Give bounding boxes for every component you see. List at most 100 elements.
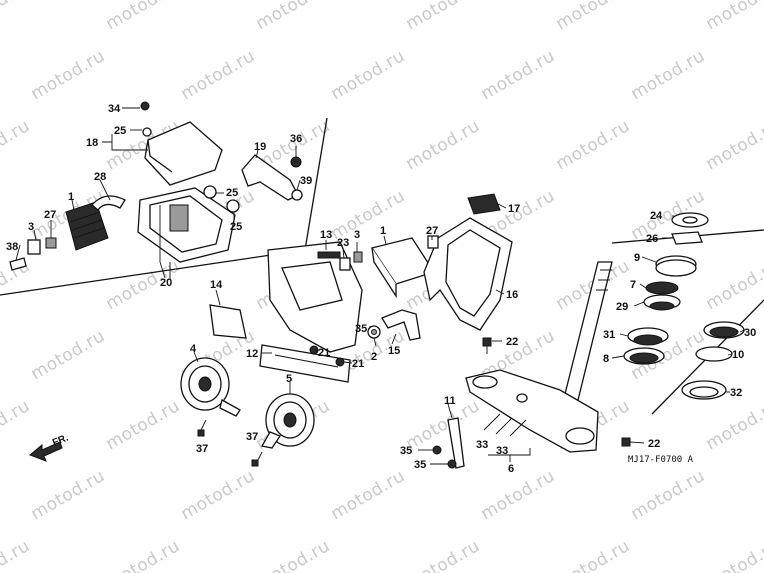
callout-5: 5	[286, 373, 292, 385]
callout-21: 21	[352, 358, 364, 370]
callout-10: 10	[732, 349, 744, 361]
callout-25: 25	[226, 187, 238, 199]
callout-25: 25	[114, 125, 126, 137]
callout-36: 36	[290, 133, 302, 145]
bracket-16	[423, 217, 513, 331]
callout-11: 11	[444, 395, 456, 407]
watermark-text: motod.ru	[0, 536, 34, 573]
horn-5	[260, 393, 315, 449]
watermark-text: motod.ru	[553, 116, 634, 174]
callout-6: 6	[508, 463, 514, 475]
cover-13	[267, 241, 363, 353]
watermark-text: motod.ru	[253, 536, 334, 573]
watermark-text: motod.ru	[103, 396, 184, 454]
watermark-text: motod.ru	[0, 396, 34, 454]
callout-17: 17	[508, 203, 520, 215]
bolts-33	[483, 413, 527, 437]
regulator-1-left	[65, 201, 109, 251]
watermark-text: motod.ru	[328, 466, 409, 524]
watermark-text: motod.ru	[703, 256, 764, 314]
bracket-11	[447, 417, 465, 469]
callout-37: 37	[196, 443, 208, 455]
emblem-12	[259, 344, 351, 383]
bracket-box-20	[137, 187, 236, 279]
callout-30: 30	[744, 327, 756, 339]
callout-4: 4	[190, 343, 197, 355]
callout-1: 1	[68, 191, 74, 203]
watermark-text: motod.ru	[628, 46, 709, 104]
callout-29: 29	[616, 301, 628, 313]
callout-3: 3	[28, 221, 34, 233]
callout-27: 27	[426, 225, 438, 237]
callout-20: 20	[160, 277, 172, 289]
watermark-text: motod.ru	[28, 46, 109, 104]
watermark-text: motod.ru	[328, 46, 409, 104]
callout-layer: 34 25 18 28 1 3 27 38 20 19 36 39 25 25 …	[6, 103, 756, 475]
watermark-text: motod.ru	[703, 116, 764, 174]
watermark-text: motod.ru	[403, 116, 484, 174]
callout-18: 18	[86, 137, 98, 149]
watermark-text: motod.ru	[403, 396, 484, 454]
callout-3: 3	[354, 229, 360, 241]
callout-7: 7	[630, 279, 636, 291]
watermark-text: motod.ru	[553, 536, 634, 573]
callout-26: 26	[646, 233, 658, 245]
callout-22: 22	[648, 438, 660, 450]
rubber-17	[467, 193, 501, 215]
watermark-text: motod.ru	[253, 0, 334, 34]
watermark-text: motod.ru	[703, 0, 764, 34]
callout-12: 12	[246, 348, 258, 360]
bolt-22-mid	[482, 337, 492, 354]
callout-39: 39	[300, 175, 312, 187]
watermark-text: motod.ru	[703, 396, 764, 454]
callout-24: 24	[650, 210, 663, 222]
watermark-text: motod.ru	[103, 536, 184, 573]
watermark-text: motod.ru	[28, 466, 109, 524]
bearing-stack	[623, 212, 745, 400]
watermark-text: motod.ru	[0, 116, 34, 174]
callout-34: 34	[108, 103, 121, 115]
watermark-text: motod.ru	[553, 0, 634, 34]
callout-1: 1	[380, 225, 386, 237]
leader-lines	[15, 107, 745, 465]
callout-28: 28	[94, 171, 106, 183]
watermark-text: motod.ru	[403, 0, 484, 34]
watermark-text: motod.ru	[478, 466, 559, 524]
callout-27: 27	[44, 209, 56, 221]
nuts-25-36-39	[140, 101, 303, 213]
callout-31: 31	[603, 329, 615, 341]
callout-2: 2	[371, 351, 377, 363]
watermark-text: motod.ru	[0, 0, 34, 34]
callout-15: 15	[388, 345, 400, 357]
callout-35: 35	[414, 459, 426, 471]
watermark-text: motod.ru	[478, 46, 559, 104]
front-direction-indicator: FR.	[29, 432, 70, 462]
watermark-text: motod.ru	[628, 466, 709, 524]
watermark-text: motod.ru	[103, 0, 184, 34]
front-direction-label: FR.	[51, 432, 70, 448]
callout-37: 37	[246, 431, 258, 443]
watermark-text: motod.ru	[28, 326, 109, 384]
horn-4	[180, 357, 241, 417]
callout-32: 32	[730, 387, 742, 399]
steering-stem	[465, 261, 613, 453]
callout-21: 21	[318, 347, 330, 359]
callout-16: 16	[506, 289, 518, 301]
callout-33: 33	[496, 445, 508, 457]
watermark-text: motod.ru	[178, 466, 259, 524]
callout-23: 23	[337, 237, 349, 249]
watermark-text: motod.ru	[403, 536, 484, 573]
diagram-code: MJ17-F0700 A	[628, 455, 694, 465]
watermark-text: motod.ru	[328, 186, 409, 244]
bolts-37	[197, 419, 263, 467]
callout-13: 13	[320, 229, 332, 241]
watermark-text: motod.ru	[178, 46, 259, 104]
control-unit-18	[142, 121, 223, 186]
callout-14: 14	[210, 279, 223, 291]
callout-35: 35	[355, 323, 367, 335]
callout-25: 25	[230, 221, 242, 233]
callout-9: 9	[634, 252, 640, 264]
watermark-text: motod.ru	[703, 536, 764, 573]
